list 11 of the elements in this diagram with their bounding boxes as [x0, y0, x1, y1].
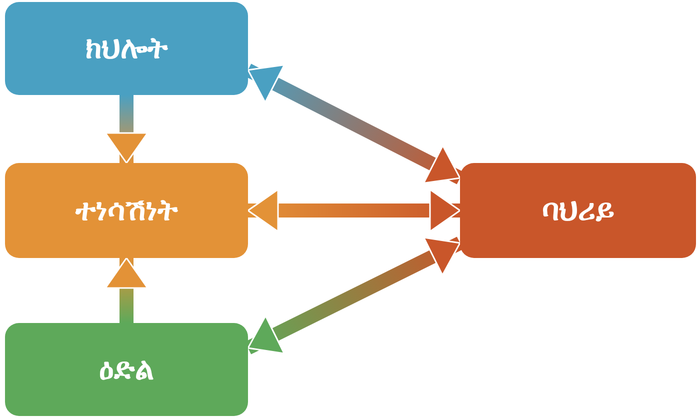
process-box	[5, 323, 248, 416]
arrow	[247, 188, 461, 232]
process-box	[460, 163, 696, 258]
arrow	[104, 95, 148, 164]
process-box	[5, 163, 248, 258]
arrow	[104, 257, 148, 323]
process-box	[5, 2, 248, 95]
box-label: ባህሪይ	[542, 193, 614, 228]
box-label: ዕድል	[99, 352, 154, 387]
box-label: ተነሳሽነት	[76, 193, 178, 228]
box-label: ክህሎት	[86, 31, 168, 66]
